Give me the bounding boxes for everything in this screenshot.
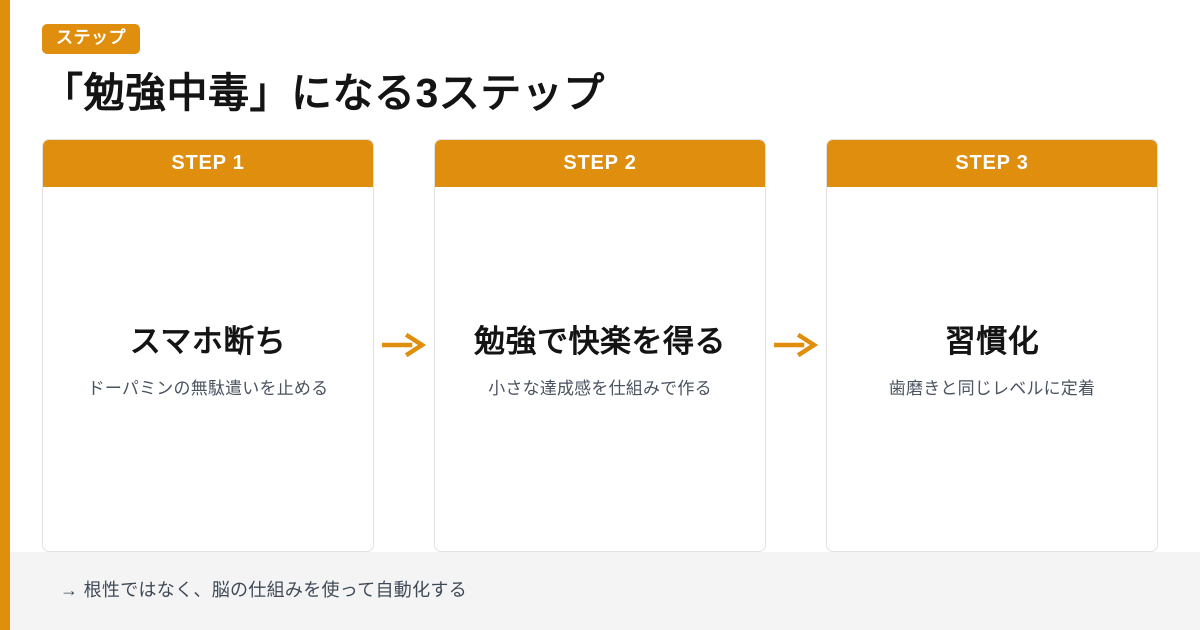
- steps-row: STEP 1 スマホ断ち ドーパミンの無駄遣いを止める STEP 2 勉強で快楽…: [0, 138, 1200, 552]
- step-title-3: 習慣化: [944, 324, 1040, 360]
- step-card-2[interactable]: STEP 2 勉強で快楽を得る 小さな達成感を仕組みで作る: [434, 138, 766, 552]
- footer-note: → 根性ではなく、脳の仕組みを使って自動化する: [60, 580, 467, 601]
- arrow-right-icon-1: [374, 139, 434, 552]
- header-section: ステップ 「勉強中毒」になる3ステップ: [0, 0, 1200, 117]
- page-title: 「勉強中毒」になる3ステップ: [42, 69, 605, 116]
- step-subtitle-1: ドーパミンの無駄遣いを止める: [87, 378, 329, 398]
- step-body-2: 勉強で快楽を得る 小さな達成感を仕組みで作る: [435, 187, 765, 551]
- step-subtitle-3: 歯磨きと同じレベルに定着: [888, 378, 1096, 398]
- step-subtitle-2: 小さな達成感を仕組みで作る: [488, 378, 712, 398]
- footer-section: → 根性ではなく、脳の仕組みを使って自動化する: [0, 551, 1200, 630]
- section-badge: ステップ: [42, 24, 140, 54]
- step-title-2: 勉強で快楽を得る: [474, 324, 726, 360]
- step-body-3: 習慣化 歯磨きと同じレベルに定着: [827, 187, 1157, 551]
- step-header-1: STEP 1: [43, 139, 373, 187]
- step-header-2: STEP 2: [435, 139, 765, 187]
- step-title-1: スマホ断ち: [129, 324, 287, 360]
- arrow-right-icon-2: [766, 139, 826, 552]
- step-card-1[interactable]: STEP 1 スマホ断ち ドーパミンの無駄遣いを止める: [42, 138, 374, 552]
- left-accent-bar: [0, 0, 10, 630]
- step-card-3[interactable]: STEP 3 習慣化 歯磨きと同じレベルに定着: [826, 138, 1158, 552]
- step-body-1: スマホ断ち ドーパミンの無駄遣いを止める: [43, 187, 373, 551]
- step-header-3: STEP 3: [827, 139, 1157, 187]
